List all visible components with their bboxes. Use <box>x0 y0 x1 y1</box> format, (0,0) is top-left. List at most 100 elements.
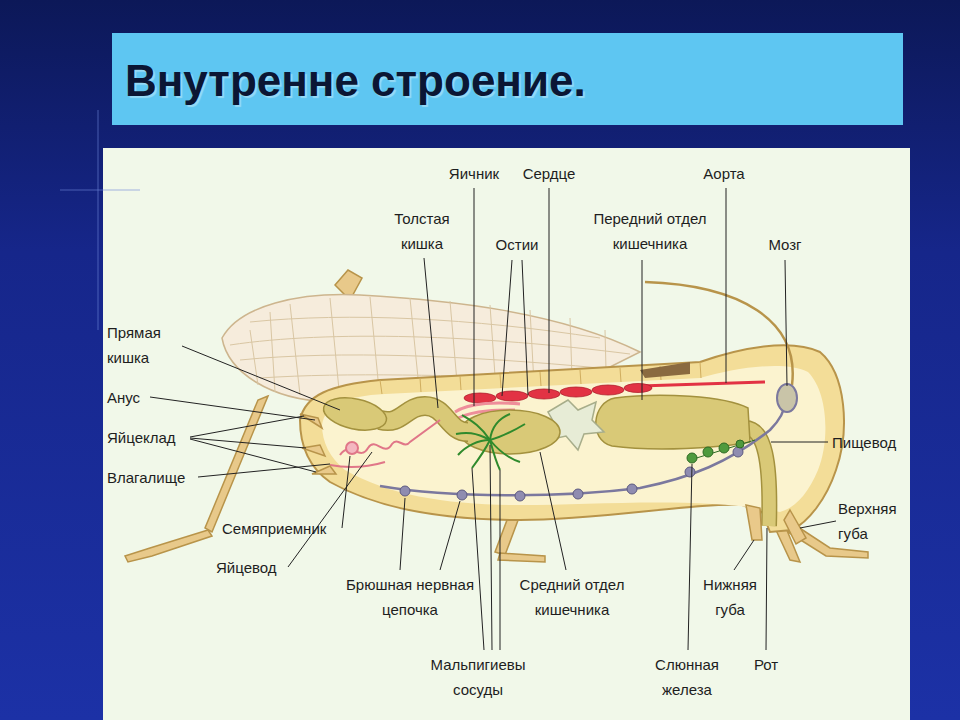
leader-lines <box>150 188 836 650</box>
drawing-part <box>330 298 340 400</box>
drawing-part <box>182 346 340 410</box>
drawing-part <box>346 442 358 454</box>
drawing-part <box>321 393 390 436</box>
drawing-part <box>400 486 410 496</box>
decor-line <box>60 190 140 191</box>
part-label: Слюнная железа <box>646 652 728 702</box>
drawing-part <box>596 395 750 449</box>
drawing-part <box>700 362 701 378</box>
drawing-part <box>746 505 762 540</box>
drawing-part <box>496 391 528 401</box>
part-label: Яичник <box>439 161 509 186</box>
drawing-part <box>736 440 744 448</box>
drawing-part <box>540 372 541 386</box>
drawing-part <box>380 406 468 432</box>
drawing-part <box>688 464 692 650</box>
drawing-part <box>540 452 566 570</box>
drawing-part <box>380 380 382 394</box>
part-label: Передний отдел кишечника <box>585 206 715 256</box>
drawing-part <box>322 366 825 512</box>
drawing-part <box>400 498 405 570</box>
part-label: Мозг <box>760 232 810 257</box>
part-label: Остии <box>487 232 547 257</box>
salivary-gland <box>687 440 755 463</box>
drawing-part <box>690 440 755 460</box>
drawing-part <box>300 345 844 532</box>
drawing-part <box>462 415 490 440</box>
drawing-part <box>490 440 500 470</box>
drawing-part <box>498 553 545 562</box>
drawing-part <box>733 447 743 457</box>
drawing-part <box>549 188 550 393</box>
drawing-part <box>240 355 600 368</box>
drawing-part <box>785 260 787 386</box>
drawing-part <box>573 489 583 499</box>
drawing-part <box>605 330 606 370</box>
part-label: Прямая кишка <box>107 320 181 370</box>
drawing-part <box>726 188 727 383</box>
part-label: Верхняя губа <box>838 496 908 546</box>
drawing-part <box>502 260 512 396</box>
slide-title: Внутренне строение. <box>125 56 586 106</box>
part-label: Нижняя губа <box>695 572 765 622</box>
drawing-part <box>190 438 306 448</box>
part-label: Мальпигиевы сосуды <box>422 652 534 702</box>
part-label: Аорта <box>694 161 754 186</box>
drawing-part <box>771 442 828 443</box>
drawing-part <box>460 376 461 390</box>
drawing-part <box>490 424 525 440</box>
drawing-part <box>800 521 836 528</box>
body-outline <box>300 345 844 532</box>
drawing-part <box>703 447 713 457</box>
drawing-part <box>500 470 501 650</box>
part-label: Средний отдел кишечника <box>510 572 635 622</box>
part-label: Яйцеклад <box>107 425 176 450</box>
drawing-part <box>330 462 385 467</box>
part-label: Рот <box>746 652 786 677</box>
drawing-part <box>460 410 560 454</box>
drawing-part <box>734 540 754 570</box>
drawing-part <box>380 400 786 495</box>
drawing-part <box>490 445 492 650</box>
drawing-part <box>766 528 767 650</box>
part-label: Яйцевод <box>216 555 277 580</box>
part-label: Брюшная нервная цепочка <box>345 572 475 622</box>
drawing-part <box>640 362 690 378</box>
drawing-part <box>560 387 592 397</box>
drawing-part <box>474 188 475 406</box>
drawing-part <box>190 416 304 437</box>
drawing-part <box>205 396 268 532</box>
mouthparts <box>746 505 806 544</box>
drawing-part <box>380 406 468 432</box>
part-label: Толстая кишка <box>386 206 458 256</box>
antenna <box>645 282 793 385</box>
decor-line <box>98 110 99 330</box>
drawing-part <box>580 370 581 384</box>
drawing-part <box>687 453 697 463</box>
picture-panel <box>103 148 910 720</box>
drawing-part <box>424 258 438 408</box>
drawing-part <box>528 389 560 399</box>
drawing-part <box>440 501 460 570</box>
drawing-part <box>642 260 643 400</box>
drawing-part <box>198 464 330 477</box>
drawing-part <box>125 530 212 562</box>
drawing-part <box>302 445 325 456</box>
drawing-part <box>464 393 496 403</box>
drawing-part <box>230 336 630 354</box>
drawing-part <box>592 385 624 395</box>
drawing-part <box>290 304 300 395</box>
drawing-part <box>500 374 501 388</box>
drawing-part <box>456 433 490 440</box>
drawing-part <box>420 378 421 392</box>
part-label: Пищевод <box>832 430 896 455</box>
drawing-part <box>457 490 467 500</box>
drawing-part <box>777 384 797 412</box>
part-label: Семяприемник <box>222 516 326 541</box>
drawing-part <box>620 368 621 382</box>
drawing-part <box>472 468 484 650</box>
drawing-part <box>150 397 315 420</box>
drawing-part <box>515 491 525 501</box>
drawing-part <box>719 443 729 453</box>
